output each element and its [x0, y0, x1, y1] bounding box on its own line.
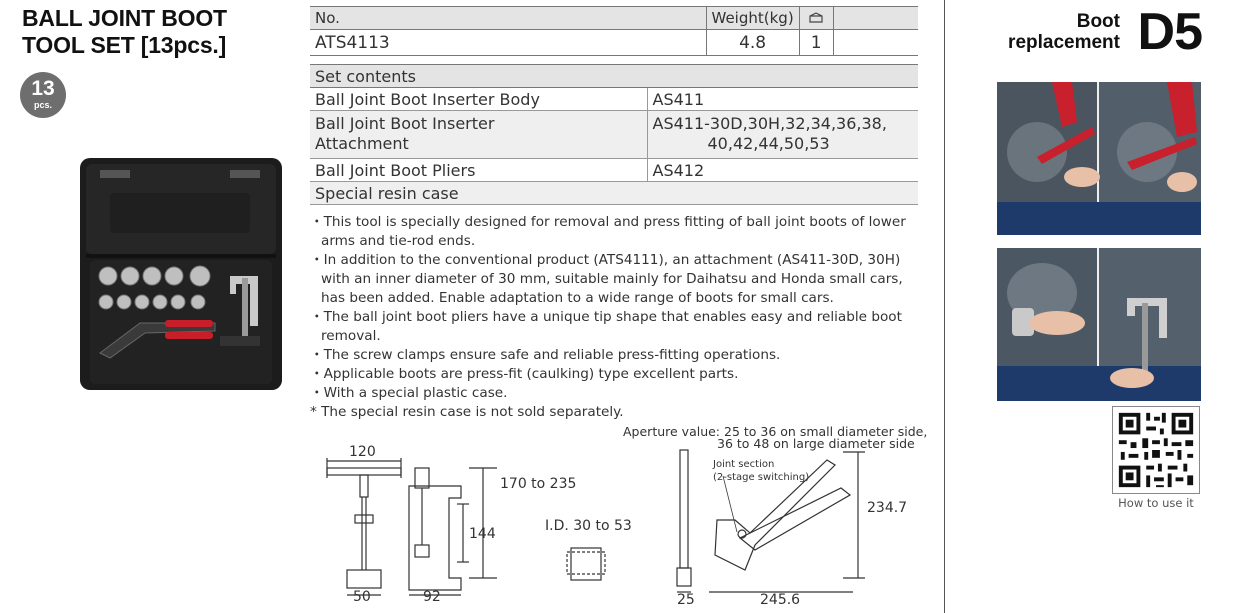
- usage-photo-pliers: [997, 82, 1201, 235]
- tool-case-photo: [80, 158, 282, 390]
- qr-code[interactable]: [1112, 406, 1200, 494]
- note-item: ・Applicable boots are press-fit (caulkin…: [310, 366, 739, 382]
- dim-25: 25: [677, 592, 695, 608]
- dim-144: 144: [469, 526, 496, 542]
- item-code-line-2: 40,42,44,50,53: [707, 134, 830, 153]
- aperture-line-1: Aperture value: 25 to 36 on small diamet…: [623, 424, 927, 439]
- category-label: Boot replacement D5: [996, 3, 1206, 62]
- empty-cell: [832, 29, 918, 56]
- dim-120: 120: [349, 444, 376, 460]
- box-icon: [809, 12, 823, 23]
- case-item: Special resin case: [310, 181, 918, 205]
- item-code: AS411-30D,30H,32,34,36,38, 40,42,44,50,5…: [646, 110, 918, 159]
- note-item: ・The ball joint boot pliers have a uniqu…: [310, 309, 902, 344]
- weight-value: 4.8: [705, 29, 800, 56]
- col-no-header: No.: [310, 6, 706, 30]
- joint-line-1: Joint section: [712, 459, 774, 470]
- column-divider: [944, 0, 945, 613]
- item-code-line-1: AS411-30D,30H,32,34,36,38,: [652, 114, 887, 133]
- dim-92: 92: [423, 589, 441, 605]
- col-weight-header: Weight(kg): [705, 6, 800, 30]
- col-empty-header: [832, 6, 918, 30]
- qty-value: 1: [798, 29, 834, 56]
- piece-count-badge: 13 pcs.: [20, 72, 66, 118]
- note-item: ・In addition to the conventional product…: [310, 252, 903, 306]
- joint-line-2: (2-stage switching): [713, 472, 809, 483]
- col-qty-header: [798, 6, 834, 30]
- feature-notes: ・This tool is specially designed for rem…: [310, 213, 922, 422]
- item-code: AS411: [646, 87, 918, 111]
- category-line-2: replacement: [1008, 32, 1120, 53]
- note-item: ・With a special plastic case.: [310, 385, 508, 401]
- item-name-line-2: Attachment: [315, 134, 409, 153]
- badge-unit: pcs.: [33, 100, 52, 110]
- note-item: * The special resin case is not sold sep…: [310, 404, 624, 420]
- item-name: Ball Joint Boot Pliers: [310, 158, 647, 182]
- item-name: Ball Joint Boot Inserter Body: [310, 87, 647, 111]
- item-code: AS412: [646, 158, 918, 182]
- dimension-drawings: 120 170 to 235 144 50 92 I.D. 30 to 53 A…: [326, 424, 927, 608]
- note-item: ・The screw clamps ensure safe and reliab…: [310, 347, 781, 363]
- category-line-1: Boot: [1076, 11, 1120, 32]
- category-code: D5: [1137, 3, 1203, 61]
- dim-50: 50: [353, 589, 371, 605]
- aperture-line-2: 36 to 48 on large diameter side: [717, 436, 915, 451]
- note-item: ・This tool is specially designed for rem…: [310, 214, 906, 249]
- dim-170-235: 170 to 235: [500, 476, 576, 492]
- title-line-2: TOOL SET [13pcs.]: [22, 32, 227, 58]
- item-name-line-1: Ball Joint Boot Inserter: [315, 114, 495, 133]
- set-contents-table: Set contents Ball Joint Boot Inserter Bo…: [310, 64, 918, 205]
- product-title: BALL JOINT BOOT TOOL SET [13pcs.]: [22, 5, 227, 59]
- spec-table: No. Weight(kg) ATS4113 4.8 1: [310, 6, 918, 56]
- dim-234-7: 234.7: [867, 500, 907, 516]
- badge-count: 13: [31, 77, 55, 100]
- model-number: ATS4113: [310, 29, 706, 56]
- dim-245-6: 245.6: [760, 592, 800, 608]
- title-line-1: BALL JOINT BOOT: [22, 5, 227, 31]
- item-name: Ball Joint Boot Inserter Attachment: [310, 110, 647, 159]
- dim-inner-diameter: I.D. 30 to 53: [545, 518, 632, 534]
- usage-photo-clamp: [997, 248, 1201, 401]
- set-contents-header: Set contents: [310, 64, 918, 88]
- qr-caption: How to use it: [1118, 496, 1194, 510]
- category-name: Boot replacement: [1008, 11, 1120, 53]
